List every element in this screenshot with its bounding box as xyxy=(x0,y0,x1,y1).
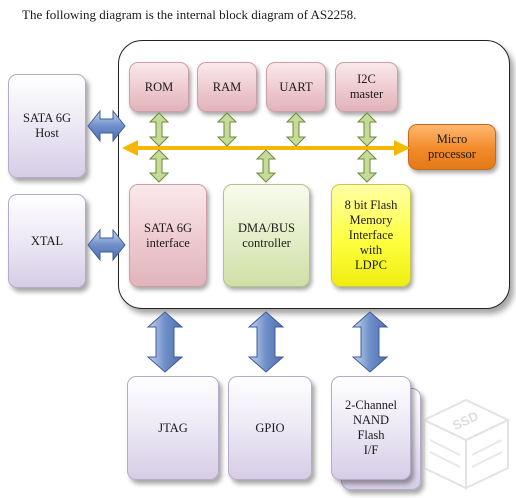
xtal-label: XTAL xyxy=(30,233,64,248)
ram-bus-arrow xyxy=(216,112,238,147)
sata-if-label-line2: interface xyxy=(146,235,190,250)
sata-interface-block: SATA 6G interface xyxy=(129,184,207,287)
uart-label: UART xyxy=(279,79,313,94)
i2c-label-line1: I2C xyxy=(357,72,376,86)
uart-bus-arrow xyxy=(285,112,307,147)
nand-label-line4: I/F xyxy=(363,443,379,457)
flash-label-line2: Memory xyxy=(349,213,393,227)
flash-label-line1: 8 bit Flash xyxy=(344,198,398,212)
rom-block: ROM xyxy=(129,62,189,112)
gpio-label: GPIO xyxy=(255,420,285,435)
rom-label: ROM xyxy=(144,79,174,94)
ram-label: RAM xyxy=(212,79,242,94)
micro-label-line1: Micro xyxy=(436,132,468,146)
flash-interface-block: 8 bit Flash Memory Interface with LDPC xyxy=(331,184,411,287)
micro-label-line2: processor xyxy=(428,147,476,161)
micro-processor-block: Micro processor xyxy=(408,124,496,170)
sata-host-link-arrow xyxy=(87,109,126,143)
dma-label-line2: controller xyxy=(242,235,291,250)
flash-label-line5: LDPC xyxy=(355,258,387,272)
flash-label-line4: with xyxy=(359,243,383,257)
nand-label-line1: 2-Channel xyxy=(344,398,398,412)
nand-label-line2: NAND xyxy=(352,413,390,427)
ssd-watermark-text: SSD xyxy=(450,408,481,433)
sata-if-label-line1: SATA 6G xyxy=(144,220,192,235)
sata-host-label-line1: SATA 6G xyxy=(23,111,71,125)
uart-block: UART xyxy=(266,62,326,112)
i2c-master-block: I2C master xyxy=(335,62,398,112)
sata-host-block: SATA 6G Host xyxy=(8,74,86,178)
diagram-caption: The following diagram is the internal bl… xyxy=(22,7,357,22)
nand-label-line3: Flash xyxy=(357,428,385,442)
jtag-label: JTAG xyxy=(158,420,188,435)
xtal-link-arrow xyxy=(87,228,126,262)
dma-bus-controller-block: DMA/BUS controller xyxy=(223,184,310,287)
dma-bus-arrow xyxy=(255,149,277,183)
internal-bus xyxy=(122,140,410,156)
ram-block: RAM xyxy=(197,62,257,112)
xtal-block: XTAL xyxy=(8,194,86,288)
flash-bus-arrow xyxy=(356,149,378,183)
i2c-label-line2: master xyxy=(349,87,384,101)
sata-if-bus-arrow xyxy=(148,149,170,183)
gpio-block: GPIO xyxy=(228,376,312,480)
rom-bus-arrow xyxy=(148,112,170,147)
ssd-watermark: SSD xyxy=(421,398,511,490)
jtag-block: JTAG xyxy=(127,376,219,480)
nand-link-arrow xyxy=(351,311,389,373)
dma-label-line1: DMA/BUS xyxy=(238,220,295,235)
sata-host-label-line2: Host xyxy=(35,126,59,140)
nand-flash-block: 2-Channel NAND Flash I/F xyxy=(331,376,411,480)
jtag-link-arrow xyxy=(146,311,184,373)
flash-label-line3: Interface xyxy=(348,228,394,242)
i2c-bus-arrow xyxy=(356,112,378,147)
gpio-link-arrow xyxy=(247,311,285,373)
